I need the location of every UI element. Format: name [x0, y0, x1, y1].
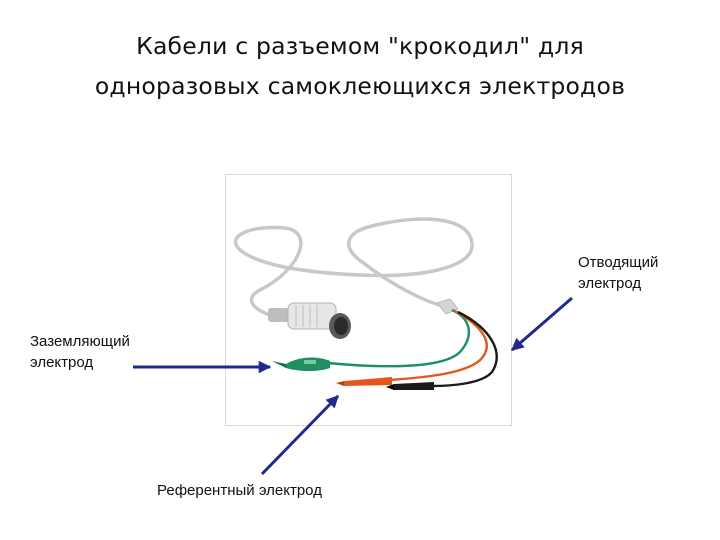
din-connector [268, 302, 351, 339]
black-lead-connector [386, 382, 434, 390]
title-line-1: Кабели с разъемом "крокодил" для [136, 32, 584, 60]
lead-wire-orange [389, 309, 488, 382]
lead-wire-green [327, 308, 471, 368]
label-reference-electrode: Референтный электрод [157, 482, 322, 499]
arrow-reference-electrode [260, 394, 340, 476]
lead-wire-black [431, 310, 498, 388]
green-alligator-clip [272, 357, 330, 371]
title-line-2: одноразовых самоклеющихся электродов [94, 72, 626, 100]
main-cable [233, 217, 474, 318]
arrow-active-electrode [511, 296, 573, 352]
label-active-line-2: электрод [578, 275, 642, 292]
slide-title: Кабели с разъемом "крокодил" для однораз… [0, 26, 720, 106]
label-ground-line-2: электрод [30, 354, 94, 371]
orange-lead-connector [336, 377, 392, 386]
label-active-electrode: Отводящий электрод [578, 252, 658, 294]
label-ground-line-1: Заземляющий [30, 333, 130, 350]
label-ground-electrode: Заземляющий электрод [30, 331, 130, 373]
label-active-line-1: Отводящий [578, 254, 659, 271]
